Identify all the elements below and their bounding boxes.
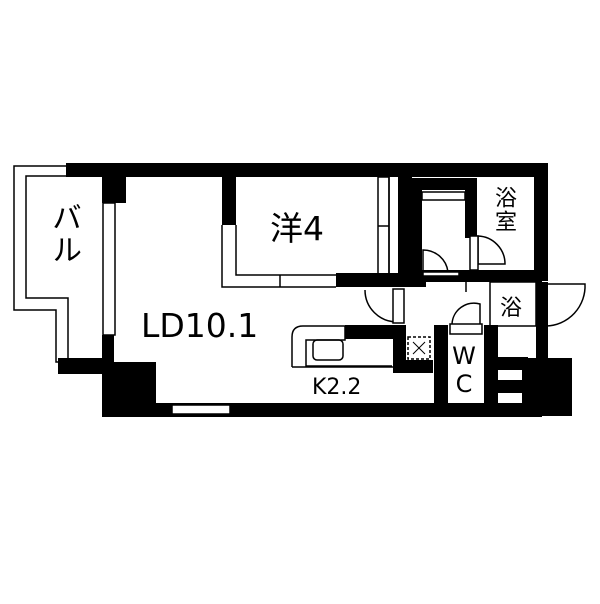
room-label-kitchen: K2.2	[312, 375, 362, 400]
room-label-toilet: WC	[450, 342, 478, 398]
room-label-washroom: 浴	[500, 296, 523, 321]
room-label-western-room: 洋4	[270, 209, 324, 248]
room-label-living-dining: LD10.1	[141, 306, 259, 345]
walls	[58, 163, 572, 417]
room-label-bathroom: 浴室	[491, 186, 516, 234]
thin-lines	[13, 165, 586, 415]
room-label-balcony: バル	[46, 202, 81, 266]
